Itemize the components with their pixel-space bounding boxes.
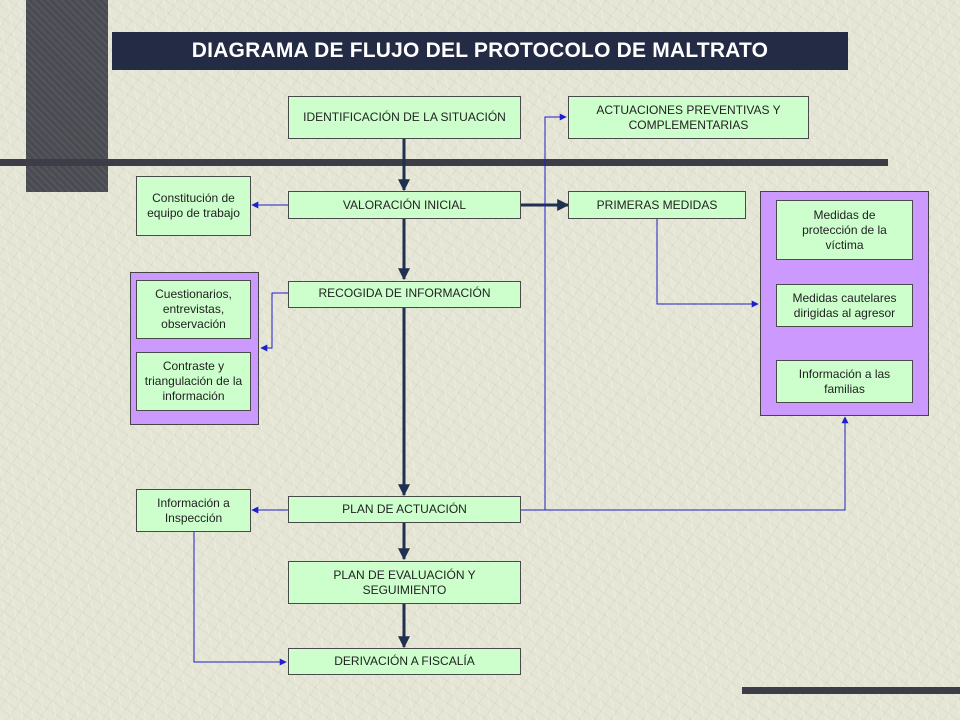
node-actuaciones-preventivas: ACTUACIONES PREVENTIVAS Y COMPLEMENTARIA… bbox=[568, 96, 809, 139]
node-constitucion-equipo: Constitución de equipo de trabajo bbox=[136, 176, 251, 236]
arrow-plan-to-actuaciones bbox=[521, 113, 567, 511]
node-info-inspeccion: Información a Inspección bbox=[136, 489, 251, 532]
node-info-familias: Información a las familias bbox=[776, 360, 913, 403]
node-medidas-proteccion: Medidas de protección de la víctima bbox=[776, 200, 913, 260]
node-contraste: Contraste y triangulación de la informac… bbox=[136, 352, 251, 411]
node-recogida-informacion: RECOGIDA DE INFORMACIÓN bbox=[288, 281, 521, 308]
decorative-horizontal-bar-bottom bbox=[742, 687, 960, 694]
node-identificacion: IDENTIFICACIÓN DE LA SITUACIÓN bbox=[288, 96, 521, 139]
diagram-title: DIAGRAMA DE FLUJO DEL PROTOCOLO DE MALTR… bbox=[112, 32, 848, 70]
arrow-plan-to-medidas-group bbox=[545, 416, 849, 511]
node-medidas-cautelares: Medidas cautelares dirigidas al agresor bbox=[776, 284, 913, 327]
node-cuestionarios: Cuestionarios, entrevistas, observación bbox=[136, 280, 251, 339]
arrow-inspeccion-to-derivacion bbox=[193, 531, 287, 666]
arrow-recogida-to-details bbox=[260, 292, 288, 352]
node-valoracion-inicial: VALORACIÓN INICIAL bbox=[288, 191, 521, 219]
node-primeras-medidas: PRIMERAS MEDIDAS bbox=[568, 191, 746, 219]
node-plan-actuacion: PLAN DE ACTUACIÓN bbox=[288, 496, 521, 523]
node-derivacion-fiscalia: DERIVACIÓN A FISCALÍA bbox=[288, 648, 521, 675]
decorative-horizontal-bar-top bbox=[0, 159, 888, 166]
arrow-primeras-to-medidas-group bbox=[656, 219, 759, 308]
node-plan-evaluacion: PLAN DE EVALUACIÓN Y SEGUIMIENTO bbox=[288, 561, 521, 604]
